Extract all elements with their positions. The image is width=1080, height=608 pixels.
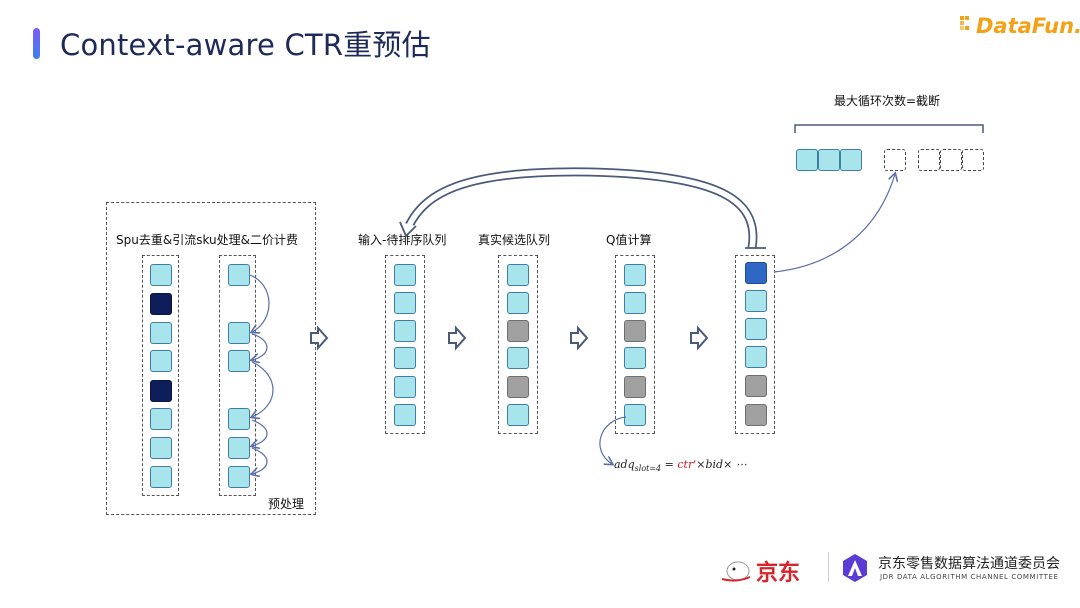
spu-cell [150,322,172,344]
to-result-arrow [773,174,895,273]
title-accent-bar [33,28,40,59]
result-empty-cell [940,149,962,171]
committee-name-cn: 京东零售数据算法通道委员会 [878,556,1060,572]
max-loop-bracket [794,124,984,133]
result-filled-cell [796,149,818,171]
input-cell [394,320,416,342]
spu-column-box [142,255,179,496]
page-title: Context-aware CTR重预估 [60,28,431,62]
input-cell [394,376,416,398]
footer-divider [828,552,829,582]
q-cell [624,264,646,286]
committee-name-en: JDR DATA ALGORITHM CHANNEL COMMITTEE [880,573,1059,581]
preprocess-title-label: Spu去重&引流sku处理&二价计费 [116,233,298,247]
q-cell [624,376,646,398]
q-formula-arrow [599,416,627,464]
output-queue-box [735,255,775,434]
sku-column-box [219,255,256,496]
spu-cell [150,293,172,315]
result-empty-cell [962,149,984,171]
spu-cell [150,350,172,372]
flow-arrows [310,325,709,351]
q-calc-box [615,255,655,434]
datafun-logo-text: DataFun. [976,14,1080,38]
candidate-cell [507,404,529,426]
jd-logo: 京东 [718,553,818,586]
feedback-loop-arrow [399,167,766,249]
spu-cell [150,408,172,430]
jdr-committee-icon [843,554,867,582]
spu-cell [150,466,172,488]
candidate-cell [507,376,529,398]
output-cell [745,346,767,368]
spu-cell [150,380,172,402]
preprocess-note-label: 预处理 [268,497,305,511]
input-cell [394,292,416,314]
output-cell [745,318,767,340]
spu-cell [150,264,172,286]
result-empty-cell [884,149,906,171]
input-cell [394,264,416,286]
spu-cell [150,437,172,459]
output-cell [745,290,767,312]
candidate-cell [507,320,529,342]
preprocess-outer-box [106,202,316,515]
q-cell [624,404,646,426]
datafun-logo: DataFun. [958,12,1080,42]
output-cell [745,375,767,397]
q-cell [624,320,646,342]
q-calc-label: Q值计算 [606,233,652,247]
output-cell [745,262,767,284]
sku-cell [228,322,250,344]
q-cell [624,292,646,314]
q-formula: adqslot=4 = ctr'×bid× ⋯ [614,458,747,474]
candidate-cell [507,347,529,369]
result-filled-cell [818,149,840,171]
sku-merge-curves [250,274,274,474]
datafun-logo-icon [960,16,969,30]
input-cell [394,404,416,426]
input-cell [394,347,416,369]
result-filled-cell [840,149,862,171]
candidate-queue-box [498,255,538,434]
sku-cell [228,264,250,286]
candidate-cell [507,292,529,314]
max-loop-label: 最大循环次数=截断 [834,94,941,108]
q-cell [624,347,646,369]
input-queue-box [385,255,425,434]
result-empty-cell [918,149,940,171]
candidate-queue-label: 真实候选队列 [478,233,551,247]
candidate-cell [507,264,529,286]
jd-logo-text: 京东 [756,561,801,586]
jd-dog-icon [721,561,751,582]
input-queue-label: 输入-待排序队列 [358,233,447,247]
output-cell [745,404,767,426]
